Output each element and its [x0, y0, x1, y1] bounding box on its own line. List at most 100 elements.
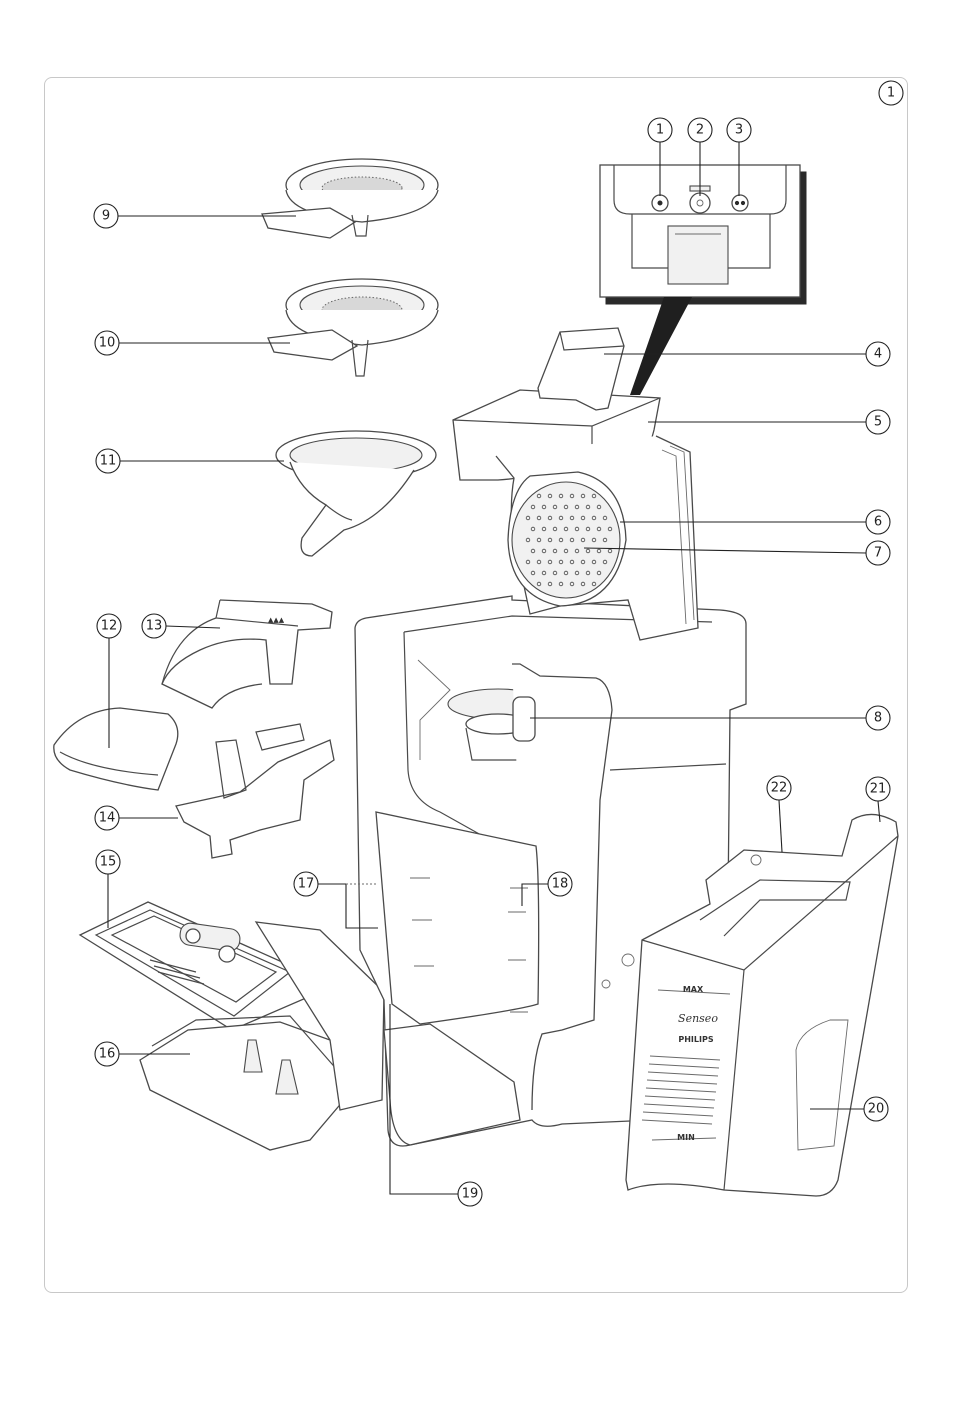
callout-11: 11 — [95, 448, 121, 474]
two-cup-pod-holder — [267, 278, 439, 377]
plate-hole — [558, 559, 564, 565]
plate-hole — [574, 504, 580, 510]
callout-7: 7 — [865, 540, 891, 566]
plate-hole — [602, 537, 608, 543]
control-panel-inset — [599, 164, 807, 395]
plate-hole — [547, 493, 553, 499]
svg-text:17: 17 — [298, 877, 315, 892]
svg-text:16: 16 — [99, 1047, 116, 1062]
plate-hole — [558, 515, 564, 521]
svg-text:12: 12 — [101, 619, 118, 634]
svg-text:15: 15 — [100, 855, 117, 870]
svg-text:1: 1 — [656, 123, 664, 138]
plate-hole — [536, 559, 542, 565]
callout-15: 15 — [95, 849, 121, 875]
svg-text:1: 1 — [887, 86, 895, 101]
plate-hole — [607, 548, 613, 554]
plate-hole — [580, 515, 586, 521]
plate-hole — [552, 548, 558, 554]
callout-22: 22 — [766, 775, 792, 801]
plate-hole — [585, 570, 591, 576]
svg-text:18: 18 — [552, 877, 569, 892]
callout-10: 10 — [94, 330, 120, 356]
plate-hole — [607, 526, 613, 532]
plate-hole — [530, 548, 536, 554]
tank-max-label: MAX — [683, 985, 704, 994]
plate-hole — [547, 537, 553, 543]
one-cup-pod-holder — [261, 158, 439, 239]
plate-hole — [536, 493, 542, 499]
plate-hole — [596, 504, 602, 510]
plate-hole — [585, 504, 591, 510]
plate-hole — [558, 493, 564, 499]
callout-21: 21 — [865, 776, 891, 802]
plate-hole — [580, 493, 586, 499]
callout-18: 18 — [547, 871, 573, 897]
plate-hole — [525, 537, 531, 543]
plate-hole — [591, 581, 597, 587]
svg-text:21: 21 — [870, 782, 887, 797]
plate-hole — [563, 570, 569, 576]
callout-group: 1 1 2 3 4 5 6 7 8 9 10 11 12 13 14 15 16… — [93, 80, 904, 1207]
plate-hole — [585, 526, 591, 532]
plate-hole — [552, 504, 558, 510]
plate-hole — [547, 559, 553, 565]
plate-hole — [596, 526, 602, 532]
coffee-outlet: ▲▲▲ — [161, 599, 333, 709]
plate-hole — [580, 581, 586, 587]
plate-hole — [525, 559, 531, 565]
drip-tray — [139, 921, 385, 1151]
plate-hole — [536, 581, 542, 587]
callout-14: 14 — [94, 805, 120, 831]
callout-3: 3 — [726, 117, 752, 143]
plate-hole — [530, 526, 536, 532]
svg-text:5: 5 — [874, 415, 882, 430]
callout-8: 8 — [865, 705, 891, 731]
coffee-outlet-spout-unit — [175, 723, 335, 859]
tank-fine-print — [641, 1055, 721, 1125]
plate-hole — [585, 548, 591, 554]
plate-hole — [602, 559, 608, 565]
svg-text:11: 11 — [100, 454, 117, 469]
plate-hole — [591, 559, 597, 565]
plate-hole — [569, 581, 575, 587]
figure-frame — [44, 77, 908, 1293]
plate-hole — [563, 504, 569, 510]
tank-min-label: MIN — [677, 1133, 695, 1142]
plate-hole — [574, 548, 580, 554]
callout-20: 20 — [863, 1096, 889, 1122]
plate-hole — [547, 515, 553, 521]
callout-19: 19 — [457, 1181, 483, 1207]
plate-hole — [574, 570, 580, 576]
svg-text:13: 13 — [146, 619, 163, 634]
plate-hole — [547, 581, 553, 587]
plate-hole — [563, 548, 569, 554]
plate-hole — [536, 537, 542, 543]
svg-text:3: 3 — [735, 123, 743, 138]
cup-tray — [78, 901, 307, 1031]
plate-hole — [541, 548, 547, 554]
plate-hole — [558, 537, 564, 543]
plate-hole — [591, 493, 597, 499]
plate-hole — [580, 559, 586, 565]
callout-9: 9 — [93, 203, 119, 229]
svg-text:22: 22 — [771, 781, 788, 796]
button-3-two-cups — [731, 194, 749, 212]
plate-hole — [552, 570, 558, 576]
svg-text:19: 19 — [462, 1187, 479, 1202]
callout-6: 6 — [865, 509, 891, 535]
svg-text:2: 2 — [696, 123, 704, 138]
plate-hole — [569, 493, 575, 499]
callout-17: 17 — [293, 871, 319, 897]
callout-2: 2 — [687, 117, 713, 143]
cover-cap — [53, 707, 179, 791]
plate-hole — [591, 515, 597, 521]
svg-text:9: 9 — [102, 209, 110, 224]
tank-brand: PHILIPS — [678, 1035, 713, 1044]
water-reservoir — [625, 813, 899, 1197]
svg-text:20: 20 — [868, 1102, 885, 1117]
plate-hole — [580, 537, 586, 543]
plate-hole — [558, 581, 564, 587]
plate-hole — [596, 570, 602, 576]
